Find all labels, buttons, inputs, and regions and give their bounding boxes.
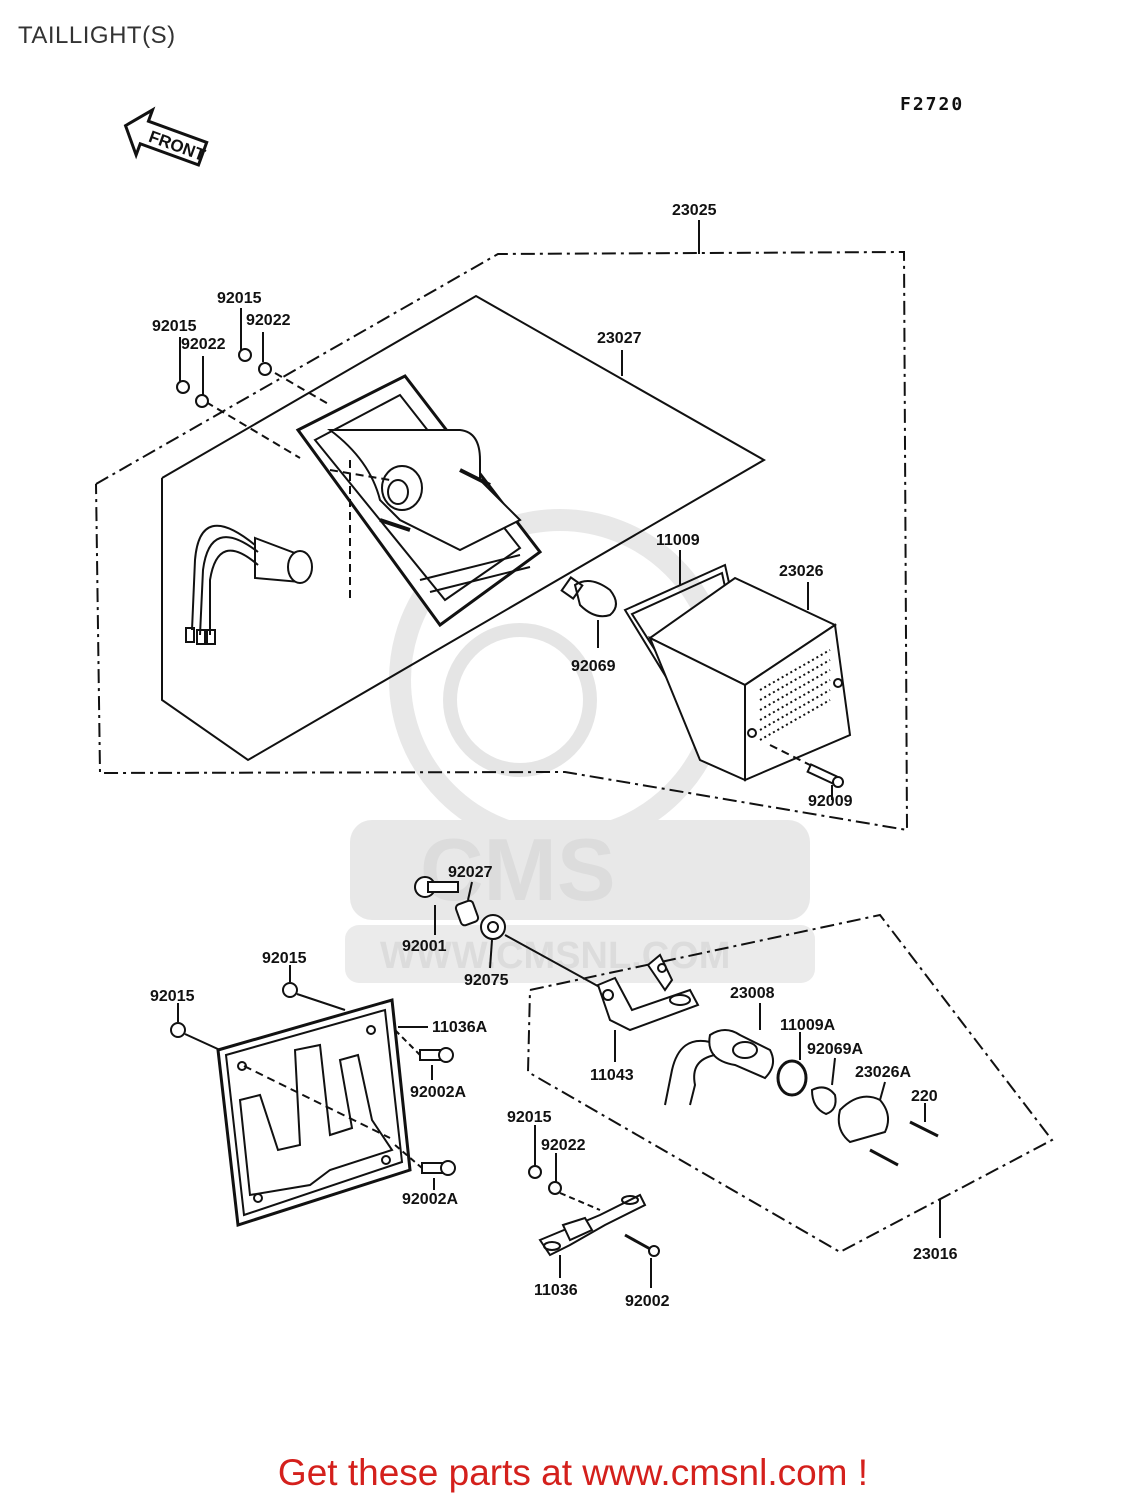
part-label-92022-b: 92022 (181, 336, 226, 353)
part-label-11043: 11043 (590, 1067, 634, 1084)
part-label-23027: 23027 (597, 330, 642, 347)
part-label-11009: 11009 (656, 532, 700, 549)
part-label-92075: 92075 (464, 972, 509, 989)
part-label-23025: 23025 (672, 202, 717, 219)
part-label-92009: 92009 (808, 793, 853, 810)
part-label-220: 220 (911, 1088, 938, 1105)
part-label-92022-a: 92022 (246, 312, 291, 329)
part-label-92001: 92001 (402, 938, 447, 955)
small-bracket-icon (538, 1193, 647, 1257)
bulb-socket-icon (185, 524, 313, 645)
bolt-icon (414, 876, 459, 898)
part-label-92027: 92027 (448, 864, 493, 881)
part-label-92022-c: 92022 (541, 1137, 586, 1154)
watermark-brand: CMS (420, 820, 616, 919)
footer-link[interactable]: Get these parts at www.cmsnl.com ! (277, 1452, 869, 1493)
part-label-92002: 92002 (625, 1293, 670, 1310)
part-label-11036: 11036 (534, 1282, 578, 1299)
upper-labels: 23025 23027 92015 92022 92015 92022 1100… (152, 202, 853, 810)
part-label-23026: 23026 (779, 563, 824, 580)
part-label-11009A: 11009A (780, 1017, 836, 1034)
part-label-92002A-a: 92002A (410, 1084, 466, 1101)
part-label-92015-d: 92015 (150, 988, 195, 1005)
part-label-92002A-b: 92002A (402, 1191, 458, 1208)
part-label-92015-a: 92015 (217, 290, 262, 307)
license-plate-holder-icon (216, 998, 412, 1227)
front-arrow-icon: FRONT (123, 106, 209, 167)
watermark-url: WWW.CMSNL.COM (380, 935, 730, 977)
figure-code: F2720 (900, 94, 965, 115)
lower-labels: 92027 92001 92075 92015 92015 11036A 920… (150, 864, 958, 1310)
part-label-92069: 92069 (571, 658, 616, 675)
part-label-23008: 23008 (730, 985, 775, 1002)
upper-assembly (95, 220, 909, 832)
part-label-92015-b: 92015 (152, 318, 197, 335)
bracket-icon (596, 953, 700, 1032)
part-label-92069A: 92069A (807, 1041, 863, 1058)
bulb-icon (560, 576, 617, 618)
part-label-23016: 23016 (913, 1246, 958, 1263)
part-label-92015-c: 92015 (262, 950, 307, 967)
screw-icon (769, 744, 844, 788)
page-title: TAILLIGHT(S) (18, 22, 176, 49)
part-label-11036A: 11036A (432, 1019, 488, 1036)
part-label-92015-e: 92015 (507, 1109, 552, 1126)
license-light-socket-icon (664, 1029, 775, 1106)
part-label-23026A: 23026A (855, 1064, 911, 1081)
taillight-lens-icon (648, 576, 852, 782)
lower-assembly (170, 876, 1054, 1288)
